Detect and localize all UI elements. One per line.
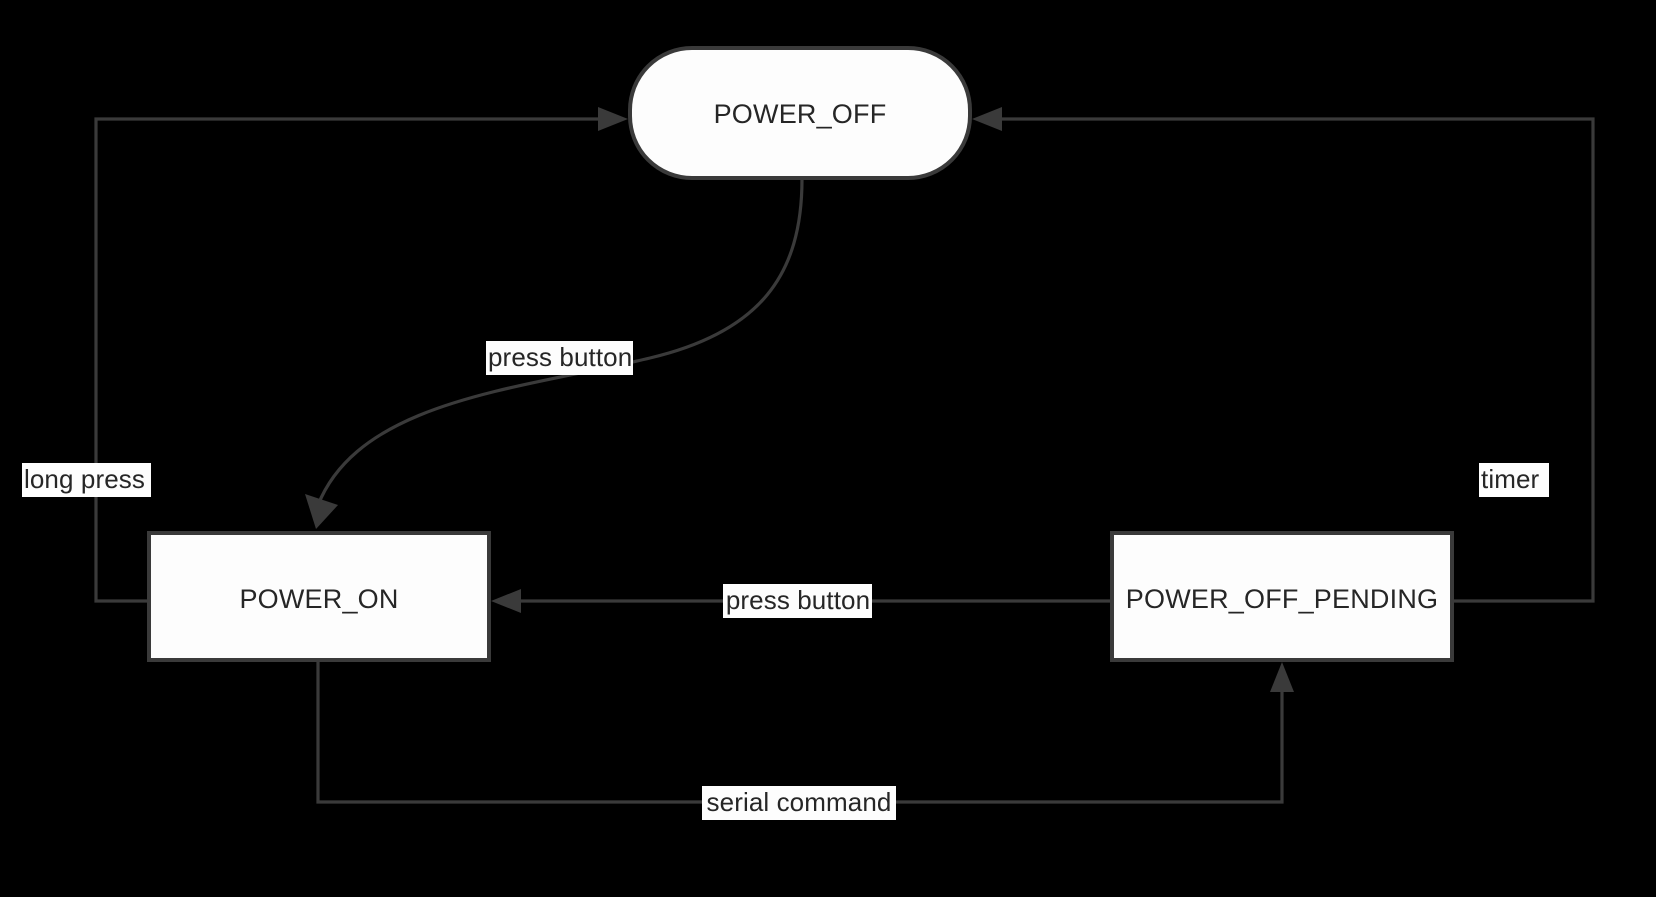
node-power-off-pending-shape bbox=[1110, 531, 1454, 662]
edge-power-on-to-power-off-pending[interactable] bbox=[316, 660, 1294, 804]
node-power-off-pending-label: POWER_OFF_PENDING bbox=[1126, 584, 1438, 614]
node-power-off-label: POWER_OFF bbox=[714, 99, 887, 129]
edge-timer-arrowhead bbox=[972, 107, 1002, 131]
edge-label-press-button-mid: press button bbox=[723, 584, 872, 618]
node-power-off-shape bbox=[628, 46, 972, 180]
edge-serial-command-arrowhead bbox=[1270, 662, 1294, 692]
edge-label-serial-command: serial command bbox=[702, 786, 896, 820]
edge-label-long-press-bg bbox=[22, 463, 151, 497]
edge-label-press-button-curve-bg bbox=[486, 341, 633, 375]
edge-label-press-button-mid-text: press button bbox=[726, 585, 870, 615]
edge-long-press-path bbox=[94, 117, 606, 603]
edge-press-button-curve-arrowhead bbox=[305, 494, 338, 529]
edge-long-press-arrowhead bbox=[598, 107, 628, 131]
node-power-on-shape bbox=[147, 531, 491, 662]
edge-timer-path bbox=[994, 117, 1595, 603]
edge-power-on-to-power-off[interactable] bbox=[94, 107, 628, 603]
edge-press-button-mid-arrowhead bbox=[491, 589, 521, 613]
node-power-off[interactable]: POWER_OFF bbox=[628, 46, 972, 180]
edge-label-serial-command-bg bbox=[702, 786, 896, 820]
node-power-on-label: POWER_ON bbox=[239, 584, 398, 614]
edge-power-off-pending-to-power-off[interactable] bbox=[972, 107, 1595, 603]
edge-serial-command-path bbox=[316, 660, 1284, 804]
edge-label-press-button-curve-text: press button bbox=[488, 342, 632, 372]
edge-label-press-button-curve: press button bbox=[486, 341, 633, 375]
edge-label-timer-bg bbox=[1479, 463, 1549, 497]
edge-label-timer: timer bbox=[1479, 463, 1549, 497]
node-power-on[interactable]: POWER_ON bbox=[147, 531, 491, 662]
node-power-off-pending[interactable]: POWER_OFF_PENDING bbox=[1110, 531, 1454, 662]
edge-label-serial-command-text: serial command bbox=[707, 787, 892, 817]
edge-label-press-button-mid-bg bbox=[723, 584, 872, 618]
edge-label-long-press: long press bbox=[22, 463, 151, 497]
edge-label-long-press-text: long press bbox=[24, 464, 145, 494]
edge-label-timer-text: timer bbox=[1481, 464, 1540, 494]
